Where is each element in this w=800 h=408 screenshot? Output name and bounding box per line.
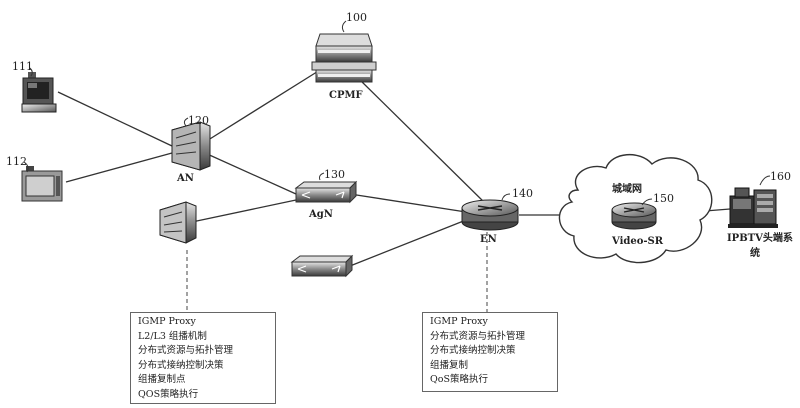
ref-an: 120 (188, 114, 209, 127)
ref-video-sr: 150 (653, 192, 674, 205)
link-dslam-en (349, 219, 467, 267)
label-metro: 城域网 (612, 182, 642, 195)
label-an: AN (176, 173, 194, 184)
en-function-item: 分布式资源与拓扑管理 (430, 330, 526, 342)
label-video-sr: Video-SR (611, 236, 664, 247)
an-function-item: QOS策略执行 (138, 388, 199, 400)
tv-icon (21, 166, 63, 202)
label-cpmf: CPMF (329, 90, 363, 101)
label-agn: AgN (308, 209, 333, 220)
links (57, 69, 731, 267)
agn-switch-icon (294, 180, 358, 204)
ref-pc1: 111 (12, 60, 33, 73)
dslam-switch-icon (290, 254, 354, 278)
en-function-item: 组播复制 (430, 359, 469, 371)
ref-headend: 160 (770, 170, 791, 183)
link-agn-en (349, 193, 467, 213)
en-function-item: IGMP Proxy (430, 316, 488, 327)
label-headend-line1: IPBTV头端系 (727, 231, 793, 244)
video-sr-router-icon (611, 202, 657, 230)
an-function-item: IGMP Proxy (138, 316, 196, 327)
ref-en: 140 (512, 187, 533, 200)
link-an-agn (204, 152, 297, 195)
link-cpmf-en (357, 77, 489, 207)
link-an-cpmf (204, 69, 321, 143)
an-device-2-icon (159, 201, 197, 244)
ref-cpmf: 100 (346, 11, 367, 24)
label-en: EN (480, 234, 497, 245)
link-pc2-an (65, 152, 173, 183)
link-pc1-an (57, 91, 173, 147)
ref-pc2: 112 (6, 155, 27, 168)
an-function-box: IGMP Proxy L2/L3 组播机制 分布式资源与拓扑管理 分布式接纳控制… (130, 312, 276, 404)
leaders (186, 232, 488, 312)
pc-icon (21, 72, 57, 113)
en-router-icon (461, 199, 519, 231)
an-function-item: 组播复制点 (138, 374, 186, 386)
an-function-item: 分布式接纳控制决策 (138, 359, 224, 371)
en-function-item: 分布式接纳控制决策 (430, 345, 516, 357)
device-labels: CPMF AN AgN EN 城域网 Video-SR IPBTV头端系 统 (176, 90, 793, 259)
cpmf-server-icon (311, 33, 377, 83)
headend-server-icon (728, 187, 778, 228)
label-headend-line2: 统 (750, 246, 760, 259)
en-function-box: IGMP Proxy 分布式资源与拓扑管理 分布式接纳控制决策 组播复制 QoS… (422, 312, 558, 392)
link-an2-agn (191, 199, 297, 223)
an-device-icon (171, 121, 211, 171)
reference-numbers: 100 111 112 120 130 140 150 160 (6, 11, 791, 206)
ref-agn: 130 (324, 168, 345, 181)
an-function-item: L2/L3 组播机制 (138, 330, 207, 342)
an-function-item: 分布式资源与拓扑管理 (138, 345, 234, 357)
en-function-item: QoS策略执行 (430, 374, 489, 386)
